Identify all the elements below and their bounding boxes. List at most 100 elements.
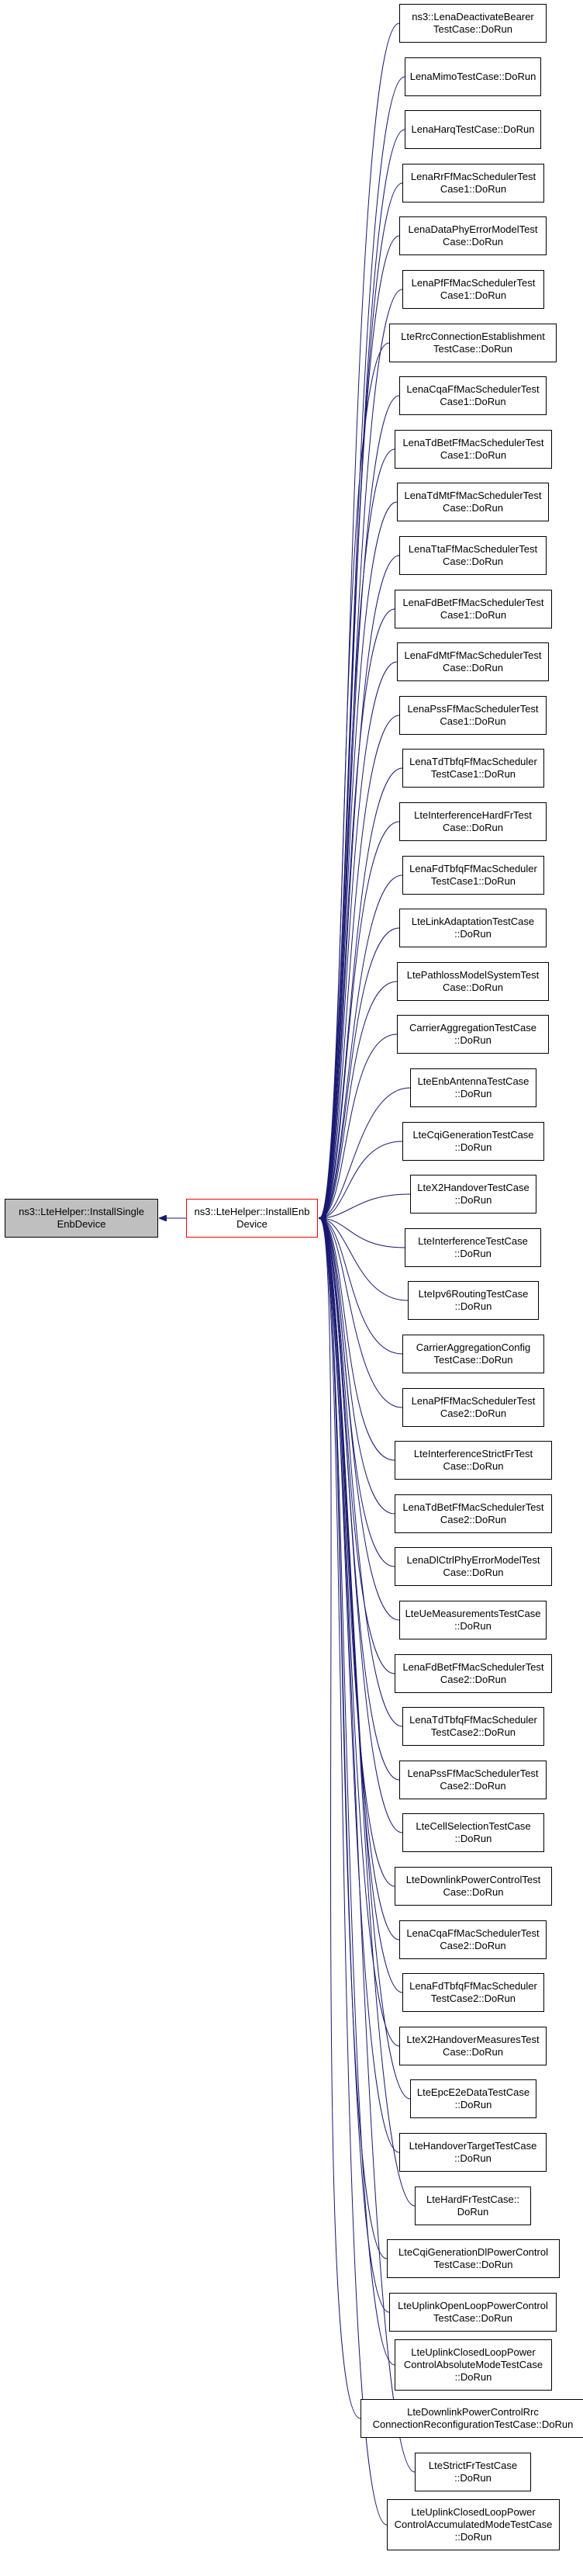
call-edge bbox=[319, 821, 400, 1218]
install-enb-device-node[interactable]: ns3::LteHelper::InstallEnb Device bbox=[186, 1199, 318, 1238]
caller-node-line: ::DoRun bbox=[454, 1833, 492, 1844]
caller-node-line: LenaFdTbfqFfMacScheduler bbox=[409, 863, 537, 874]
caller-node-line: CarrierAggregationConfig bbox=[416, 1342, 531, 1353]
caller-node-line: ::DoRun bbox=[454, 1194, 492, 1206]
caller-node[interactable]: LteStrictFrTestCase::DoRun bbox=[415, 2453, 531, 2491]
caller-node-line: Case::DoRun bbox=[443, 1567, 504, 1578]
caller-node-line: Case::DoRun bbox=[442, 982, 504, 993]
caller-node[interactable]: LteUeMeasurementsTestCase::DoRun bbox=[399, 1601, 547, 1639]
caller-node-line: LenaTdMtFfMacSchedulerTest bbox=[404, 490, 542, 501]
caller-node-line: LteDownlinkPowerControlTest bbox=[405, 1874, 541, 1885]
caller-node[interactable]: CarrierAggregationTestCase::DoRun bbox=[397, 1015, 549, 1054]
root-node-line-2: EnbDevice bbox=[57, 1218, 106, 1230]
caller-node[interactable]: LteCellSelectionTestCase::DoRun bbox=[402, 1813, 544, 1852]
call-edge bbox=[319, 555, 400, 1218]
caller-node[interactable]: LteHandoverTargetTestCase::DoRun bbox=[399, 2133, 547, 2172]
caller-node-line: LteLinkAdaptationTestCase bbox=[411, 916, 535, 927]
caller-node[interactable]: LteCqiGenerationTestCase::DoRun bbox=[402, 1122, 544, 1161]
call-edge bbox=[319, 715, 400, 1218]
call-edge bbox=[319, 289, 403, 1218]
caller-node-line: LenaTdBetFfMacSchedulerTest bbox=[402, 1501, 544, 1513]
caller-node-line: DoRun bbox=[457, 2206, 489, 2218]
call-edge bbox=[319, 342, 390, 1218]
call-edge bbox=[319, 1218, 395, 1515]
call-edge bbox=[319, 235, 400, 1218]
caller-node-line: Case::DoRun bbox=[442, 2046, 504, 2058]
caller-node-line: LenaFdBetFfMacSchedulerTest bbox=[402, 1661, 544, 1673]
call-edge bbox=[319, 1218, 403, 1355]
caller-node[interactable]: LteLinkAdaptationTestCase::DoRun bbox=[399, 909, 547, 947]
caller-node-line: ::DoRun bbox=[454, 2472, 492, 2484]
caller-node-line: TestCase::DoRun bbox=[433, 2259, 513, 2270]
caller-node-line: LenaFdTbfqFfMacScheduler bbox=[409, 1980, 537, 1992]
call-edge bbox=[319, 981, 398, 1218]
caller-node-line: Case2::DoRun bbox=[440, 1940, 506, 1951]
caller-node-line: Case::DoRun bbox=[442, 556, 504, 567]
caller-node[interactable]: LteEnbAntennaTestCase::DoRun bbox=[410, 1068, 536, 1107]
caller-node-line: LteIpv6RoutingTestCase bbox=[418, 1288, 529, 1300]
call-edge bbox=[319, 1193, 411, 1218]
root-node[interactable]: ns3::LteHelper::InstallSingle EnbDevice bbox=[5, 1199, 158, 1238]
caller-node[interactable]: LenaMimoTestCase::DoRun bbox=[405, 57, 541, 96]
call-edge bbox=[319, 76, 405, 1218]
caller-node[interactable]: LteX2HandoverTestCase::DoRun bbox=[410, 1175, 536, 1214]
call-edge bbox=[319, 1218, 403, 1727]
caller-node-line: ::DoRun bbox=[454, 1088, 492, 1099]
caller-node[interactable]: LteIpv6RoutingTestCase::DoRun bbox=[408, 1281, 539, 1320]
caller-node-line: LenaCqaFfMacSchedulerTest bbox=[406, 383, 540, 395]
caller-node-line: LteInterferenceStrictFrTest bbox=[413, 1448, 533, 1459]
call-edge bbox=[319, 1218, 409, 1301]
call-edge bbox=[319, 23, 400, 1218]
caller-node[interactable]: LteEpcE2eDataTestCase::DoRun bbox=[410, 2079, 536, 2118]
caller-node-line: ::DoRun bbox=[454, 2371, 492, 2383]
caller-node-line: LenaPssFfMacSchedulerTest bbox=[407, 1768, 539, 1779]
caller-node-line: LteHardFrTestCase:: bbox=[426, 2193, 519, 2205]
caller-node-line: LtePathlossModelSystemTest bbox=[406, 969, 540, 981]
caller-node-line: TestCase1::DoRun bbox=[430, 875, 516, 887]
caller-node[interactable]: LenaHarqTestCase::DoRun bbox=[405, 110, 541, 149]
call-edge bbox=[319, 1218, 388, 2526]
caller-node[interactable]: LteInterferenceTestCase::DoRun bbox=[405, 1228, 541, 1267]
call-edge bbox=[319, 1218, 395, 1461]
caller-node-line: Case1::DoRun bbox=[440, 449, 507, 461]
caller-node-line: LenaPfFfMacSchedulerTest bbox=[411, 277, 536, 289]
caller-node-line: ::DoRun bbox=[454, 1141, 492, 1153]
caller-node-line: LenaCqaFfMacSchedulerTest bbox=[406, 1927, 540, 1939]
caller-node-line: LenaHarqTestCase::DoRun bbox=[411, 123, 535, 135]
caller-node[interactable]: LteHardFrTestCase::DoRun bbox=[415, 2186, 531, 2225]
call-edge bbox=[319, 608, 395, 1218]
